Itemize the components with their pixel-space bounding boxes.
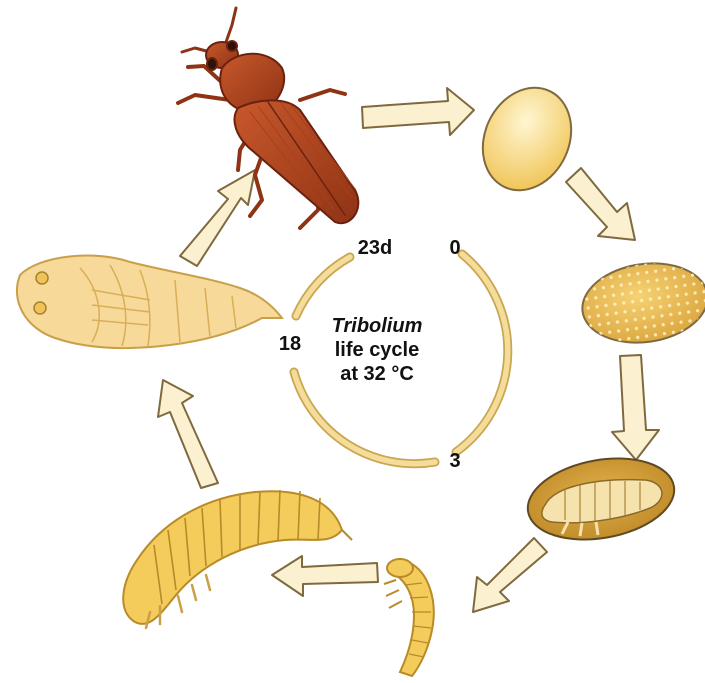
day-marker-23d: 23d bbox=[358, 237, 392, 259]
young-larva-illustration bbox=[384, 559, 434, 676]
arrow-pupa-to-adult bbox=[180, 170, 255, 266]
day-marker-18: 18 bbox=[279, 333, 301, 355]
arrow-young-to-late-larva bbox=[272, 556, 378, 596]
embryo-egg-illustration bbox=[521, 448, 680, 551]
arrow-developing-to-embryo bbox=[612, 355, 659, 460]
arrow-egg-to-developing-egg bbox=[566, 168, 635, 240]
center-title-line3: at 32 °C bbox=[340, 363, 414, 385]
arrow-embryo-to-young-larva bbox=[473, 538, 547, 612]
center-title-genus: Tribolium bbox=[332, 315, 423, 337]
center-title-line2: life cycle bbox=[335, 339, 420, 361]
pupa-illustration bbox=[17, 256, 282, 349]
arrow-adult-to-egg bbox=[362, 88, 474, 135]
late-larva-illustration bbox=[123, 490, 352, 628]
day-marker-3: 3 bbox=[449, 450, 460, 472]
developing-egg-illustration bbox=[577, 256, 705, 351]
arrow-larva-to-pupa bbox=[158, 380, 218, 488]
ring-arc-pupa-stage bbox=[296, 257, 350, 316]
adult-beetle-illustration bbox=[178, 8, 358, 228]
day-marker-0: 0 bbox=[449, 237, 460, 259]
